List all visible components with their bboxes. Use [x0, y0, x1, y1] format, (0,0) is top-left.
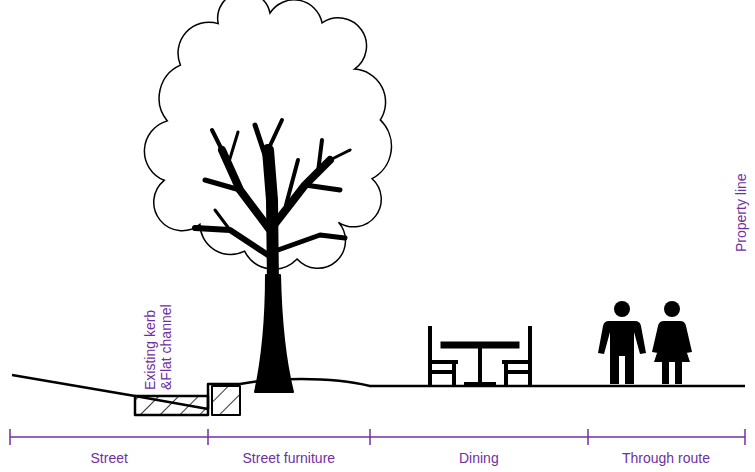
canopy-outline: [144, 0, 391, 269]
tree-canopy: [144, 0, 391, 269]
dimension-line: [10, 429, 745, 445]
kerb-label: Existing kerb &Flat channel: [142, 284, 174, 390]
property-line-label: Property line: [733, 142, 749, 252]
pedestrians: [598, 301, 692, 384]
tree-trunk: [195, 120, 350, 392]
zone-label: Through route: [622, 450, 710, 466]
dining-set: [430, 328, 530, 384]
zone-label: Street furniture: [243, 450, 336, 466]
zone-label: Street: [91, 450, 128, 466]
zone-label: Dining: [459, 450, 499, 466]
ground-line: [12, 375, 745, 415]
